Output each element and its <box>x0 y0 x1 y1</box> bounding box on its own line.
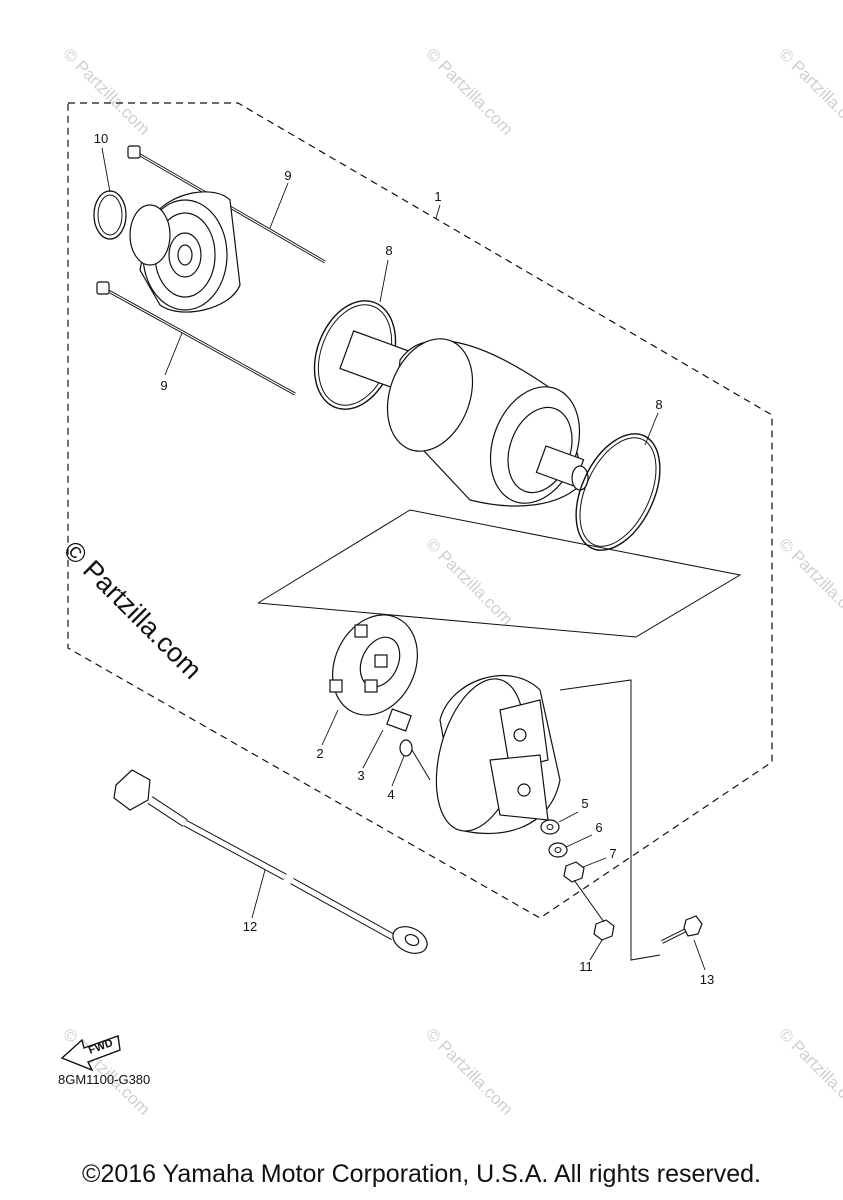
watermark-8: © Partzilla.com <box>775 1024 843 1118</box>
callout-8b: 8 <box>655 397 662 412</box>
callout-leaders <box>101 147 706 971</box>
assembly-boundary <box>67 102 773 919</box>
callout-10: 10 <box>94 131 108 146</box>
o-ring-8-right <box>575 433 661 551</box>
washer-6 <box>548 842 568 858</box>
callout-3: 3 <box>357 768 364 783</box>
watermark-5: © Partzilla.com <box>775 534 843 628</box>
partzilla-watermark: © Partzilla.com <box>58 535 208 685</box>
callout-5: 5 <box>581 796 588 811</box>
callout-11: 11 <box>579 959 593 974</box>
bolt-bracket <box>559 679 661 961</box>
watermark-4: © Partzilla.com <box>422 534 516 628</box>
copyright-notice: ©2016 Yamaha Motor Corporation, U.S.A. A… <box>82 1160 761 1188</box>
watermark-2: © Partzilla.com <box>422 44 516 138</box>
callout-9b: 9 <box>160 378 167 393</box>
lead-wire <box>113 769 428 954</box>
callout-7: 7 <box>609 846 616 861</box>
armature-yoke <box>339 330 589 507</box>
callout-8a: 8 <box>385 243 392 258</box>
callout-13: 13 <box>700 972 714 987</box>
nut-leader <box>573 879 605 923</box>
callout-9a: 9 <box>284 168 291 183</box>
washer-4-leader <box>411 749 431 781</box>
nut-5-hole <box>546 824 554 830</box>
o-ring-8-right-inner <box>579 437 657 547</box>
watermark-1: © Partzilla.com <box>59 44 153 138</box>
nut-5 <box>540 819 560 835</box>
fwd-arrow-icon <box>60 1035 121 1072</box>
o-ring-10 <box>93 190 127 240</box>
brush-holder <box>329 614 418 716</box>
callout-6: 6 <box>595 820 602 835</box>
callout-1: 1 <box>434 189 441 204</box>
callout-2: 2 <box>316 746 323 761</box>
callout-12: 12 <box>243 919 257 934</box>
washer-4 <box>399 739 413 757</box>
washer-6-hole <box>554 847 562 853</box>
front-cover <box>96 145 326 396</box>
brush <box>386 708 412 732</box>
watermark-7: © Partzilla.com <box>422 1024 516 1118</box>
bolt-13 <box>661 915 703 944</box>
nut-11 <box>593 919 615 941</box>
diagram-code: 8GM1100-G380 <box>58 1072 151 1087</box>
rear-cover <box>435 675 561 835</box>
callout-numbers: 1 2 3 4 5 6 7 8 8 9 9 10 11 12 13 <box>94 131 714 987</box>
callout-4: 4 <box>387 787 394 802</box>
nut-7 <box>563 861 585 883</box>
o-ring-10-inner <box>97 194 123 236</box>
watermark-3: © Partzilla.com <box>775 44 843 138</box>
brush-subbox <box>257 509 742 638</box>
